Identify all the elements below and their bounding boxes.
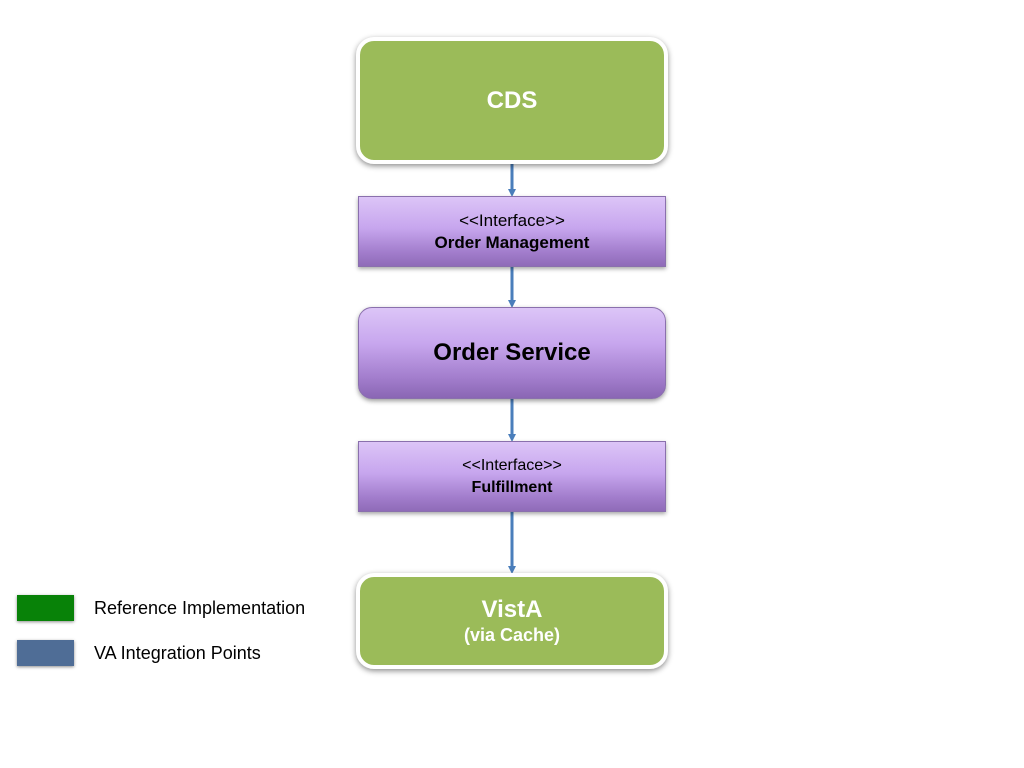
- cds-label: CDS: [486, 86, 538, 114]
- legend-swatch-va-integration-points: [17, 640, 74, 666]
- fulfillment-label: Fulfillment: [471, 478, 553, 496]
- order-service-label: Order Service: [433, 339, 591, 366]
- vista-label: VistA: [481, 596, 543, 623]
- fulfillment-stereotype: <<Interface>>: [462, 456, 562, 474]
- vista-node: VistA (via Cache): [356, 573, 668, 669]
- legend-label-va-integration-points: VA Integration Points: [94, 643, 261, 663]
- order-service-node: Order Service: [358, 307, 666, 399]
- order-management-stereotype: <<Interface>>: [459, 210, 565, 230]
- cds-node: CDS: [356, 37, 668, 164]
- fulfillment-interface-node: <<Interface>> Fulfillment: [358, 441, 666, 512]
- order-management-interface-node: <<Interface>> Order Management: [358, 196, 666, 267]
- legend-label-reference-implementation: Reference Implementation: [94, 598, 306, 618]
- legend-swatch-reference-implementation: [17, 595, 74, 621]
- vista-sublabel: (via Cache): [463, 625, 561, 645]
- order-management-label: Order Management: [434, 232, 590, 252]
